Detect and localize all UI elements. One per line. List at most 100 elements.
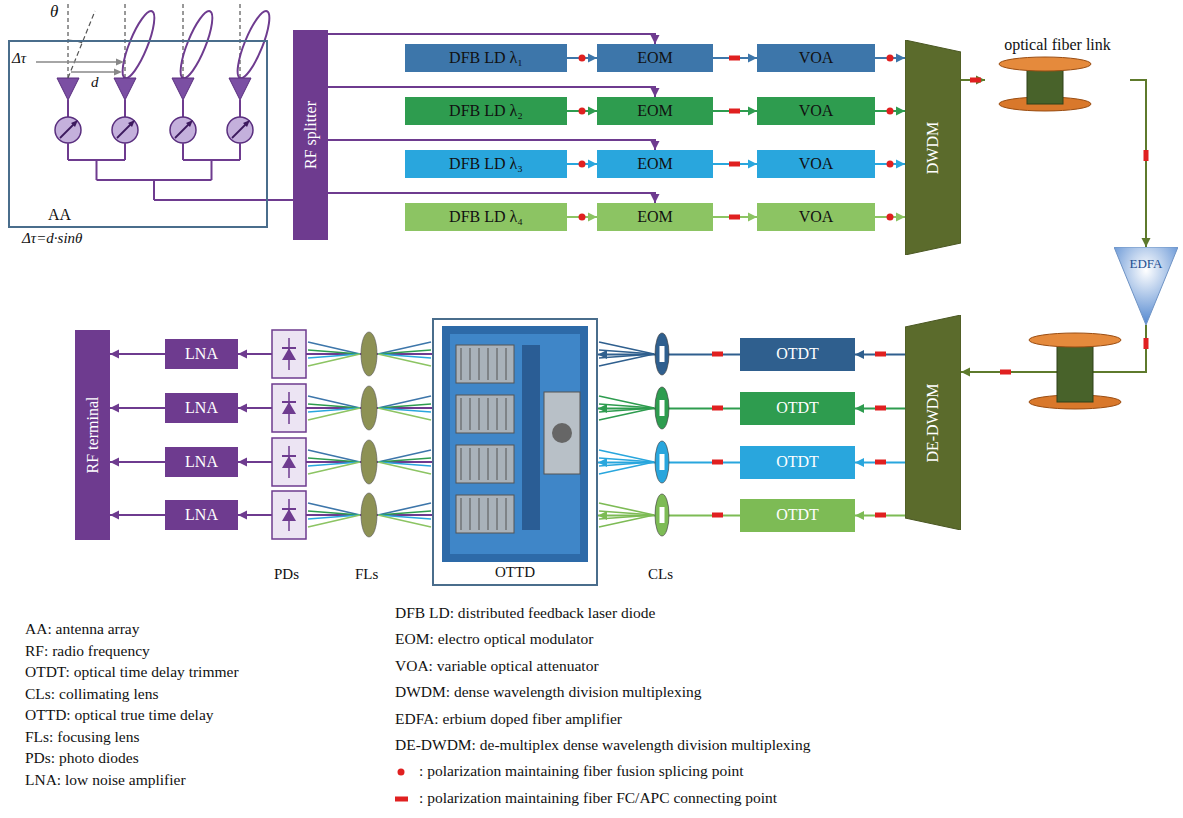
lna-box: LNA [165,339,238,369]
node-label: DFB LD λ₄ [449,208,523,226]
node-label: AA [48,206,71,224]
demultiplexer: DE-DWDM [905,315,961,530]
annotation-label: Δτ [12,50,26,67]
fusion-splice-dot [579,108,586,115]
delayed-beam [378,404,431,408]
collimated-beam [599,515,654,527]
delayed-beam [378,458,431,462]
ottd-board [450,334,580,554]
connector [567,107,597,116]
fc-apc-connector [712,406,723,411]
module-fin [470,398,471,430]
node-label: LNA [185,453,218,471]
connector-arrowhead [855,404,864,413]
trimmer-box: OTDT [740,392,855,425]
connector [328,34,660,44]
fc-apc-connector [875,513,886,518]
connector-arrowhead [238,404,247,413]
photodiode-box [272,438,306,486]
feed-line [239,100,241,117]
laser-box: DFB LD λ₄ [405,203,567,231]
fiber-spool-flange [999,57,1091,71]
annotation-label: CLs [648,566,673,583]
phase-shifter [112,117,138,143]
feed-line [124,100,126,117]
delay-arrowhead [116,59,124,66]
connector [855,511,905,520]
connector-arrowhead [896,160,905,169]
delay-module [456,395,514,433]
connector-line [1130,80,1146,247]
fc-apc-connector [729,162,740,167]
fc-apc-connector [875,460,886,465]
photodiode-symbol [282,402,296,414]
connector [875,107,905,116]
connector-arrowhead [588,160,597,169]
legend-entry: LNA: low noise amplifier [25,771,186,789]
connector [567,213,597,222]
connector-arrowhead [855,350,864,359]
antenna-element [229,78,251,100]
legend-entry: FLs: focusing lens [25,728,140,746]
connector [238,350,432,359]
delayed-beam [378,450,431,462]
connector [328,87,660,97]
phase-shifter-arrowhead [186,120,193,127]
trimmer-box: OTDT [740,499,855,532]
modulator-box: EOM [597,150,713,178]
photodiode-box [272,491,306,539]
collimating-lens-core [660,400,665,416]
module-fin [488,498,489,530]
connector-line [328,34,655,44]
node-label: OTDT [776,506,819,524]
connector-line [268,199,293,201]
module-fin [497,348,498,380]
connector-arrowhead [748,107,757,116]
node-shape [905,315,961,530]
connector-line [961,325,1146,372]
connector-arrowhead [651,88,660,97]
node-label: EOM [637,155,673,173]
module-fin [461,448,462,480]
legend-dash [395,796,408,801]
node-label: VOA [799,102,834,120]
collimated-beam [599,511,654,515]
photodiode-symbol [282,348,296,360]
connector [961,325,1146,377]
connector-arrowhead [961,368,970,377]
connector-line [238,461,432,463]
collimating-lens-core [660,454,665,470]
spacing-arrowhead [114,69,122,76]
legend-entry: DFB LD: distributed feedback laser diode [395,604,655,622]
delayed-beam [378,511,431,515]
modulator-box: EOM [597,203,713,231]
phase-shifter [55,117,81,143]
connector [855,404,905,413]
feed-bus [96,160,98,180]
module-fin [461,498,462,530]
delayed-beam [378,503,431,515]
connector [110,350,165,359]
legend-entry: OTTD: optical true time delay [25,706,214,724]
module-fin [470,498,471,530]
fc-apc-connector [1000,370,1011,375]
delayed-beam [378,408,431,420]
annotation-label: d [91,74,99,91]
focusing-lens [361,332,377,376]
module-fin [479,348,480,380]
fusion-splice-dot [887,108,894,115]
focused-beam [308,396,360,408]
phase-shifter-arrowhead [128,120,135,127]
laser-box: DFB LD λ₁ [405,44,567,72]
focused-beam [308,458,360,462]
legend-entry: VOA: variable optical attenuator [395,657,599,675]
fusion-splice-dot [579,161,586,168]
connector-arrowhead [110,404,119,413]
focused-beam [308,462,360,474]
connector [268,200,293,201]
connector [238,511,432,520]
legend-entry: DE-DWDM: de-multiplex dense wavelength d… [395,736,810,754]
antenna-array-box: AA [8,40,268,228]
fc-apc-connector [875,352,886,357]
edfa-amplifier: EDFA [1114,247,1178,325]
